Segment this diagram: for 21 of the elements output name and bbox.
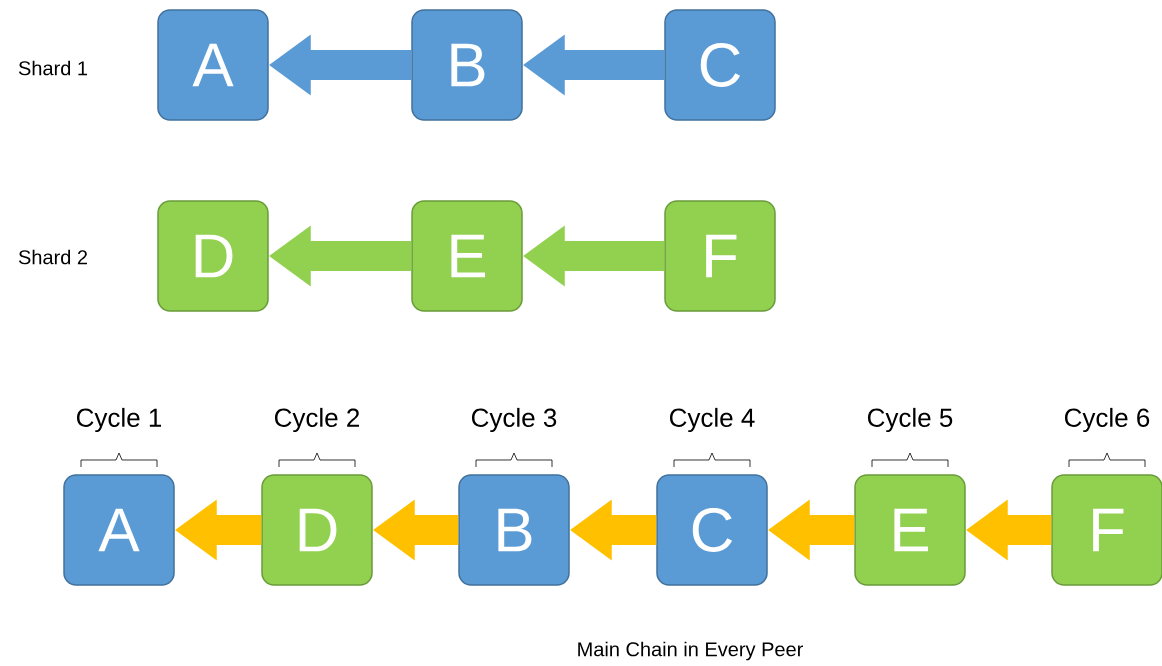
block-box: D (157, 200, 269, 312)
block-box: F (1051, 474, 1162, 586)
cycle-label: Cycle 6 (1064, 407, 1150, 433)
block-box: E (854, 474, 966, 586)
block-box: D (261, 474, 373, 586)
cycle-label: Cycle 1 (77, 407, 162, 433)
caption: Main Chain in Every Peer (578, 641, 803, 661)
block-box: B (458, 474, 570, 586)
block-box: E (411, 200, 523, 312)
cycle-label: Cycle 5 (867, 407, 953, 433)
cycle-label: Cycle 4 (670, 407, 755, 433)
shard-label: Shard 2 (18, 249, 87, 265)
block-box: A (157, 9, 269, 121)
cycle-label: Cycle 3 (472, 407, 557, 433)
block-box: C (664, 9, 776, 121)
block-box: C (656, 474, 768, 586)
block-box: A (63, 474, 175, 586)
block-box: B (411, 9, 523, 121)
cycle-label: Cycle 2 (275, 407, 359, 433)
shard-label: Shard 1 (18, 60, 88, 76)
block-box: F (664, 200, 776, 312)
